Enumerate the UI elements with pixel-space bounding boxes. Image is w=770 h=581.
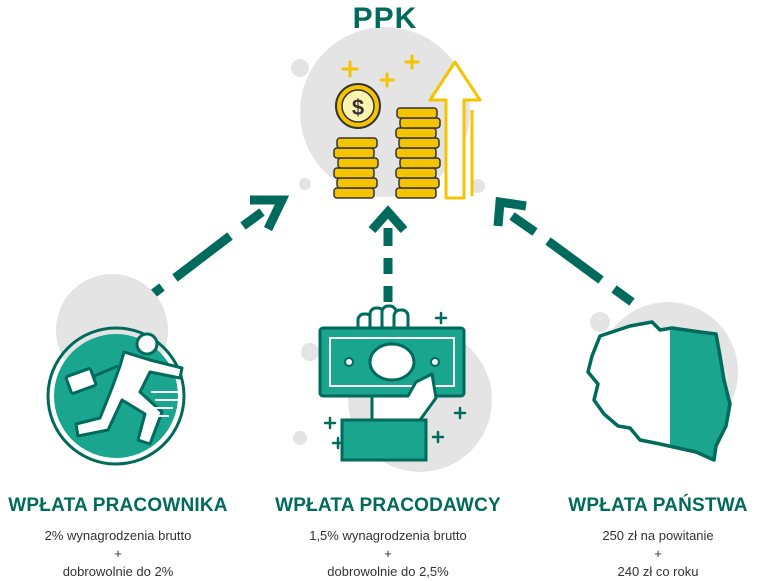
source-line2: dobrowolnie do 2,5% <box>327 564 449 579</box>
poland-map-icon <box>586 302 738 462</box>
source-employee: WPŁATA PRACOWNIKA 2% wynagrodzenia brutt… <box>0 495 248 581</box>
source-plus: + <box>114 546 122 561</box>
source-line2: dobrowolnie do 2% <box>62 564 174 579</box>
arrow-left-to-ppk <box>142 195 290 304</box>
source-line1: 1,5% wynagrodzenia brutto <box>309 528 467 543</box>
svg-text:$: $ <box>352 95 364 120</box>
source-line2: 240 zł co roku <box>617 564 699 579</box>
source-line1: 2% wynagrodzenia brutto <box>44 528 192 543</box>
arrow-center-to-ppk <box>368 205 408 302</box>
source-heading: WPŁATA PRACOWNIKA <box>8 495 228 516</box>
source-state: WPŁATA PAŃSTWA 250 zł na powitanie + 240… <box>528 495 770 581</box>
source-plus: + <box>654 546 662 561</box>
source-employer: WPŁATA PRACODAWCY 1,5% wynagrodzenia bru… <box>258 495 518 581</box>
coins-growth-icon: $ <box>291 27 485 200</box>
hand-with-banknote-icon <box>293 304 492 472</box>
source-plus: + <box>384 546 392 561</box>
running-man-icon <box>46 274 186 466</box>
source-heading: WPŁATA PRACODAWCY <box>275 495 501 516</box>
source-line1: 250 zł na powitanie <box>602 528 714 543</box>
arrow-right-to-ppk <box>493 196 635 306</box>
source-heading: WPŁATA PAŃSTWA <box>568 495 748 516</box>
page-title: PPK <box>352 2 418 35</box>
